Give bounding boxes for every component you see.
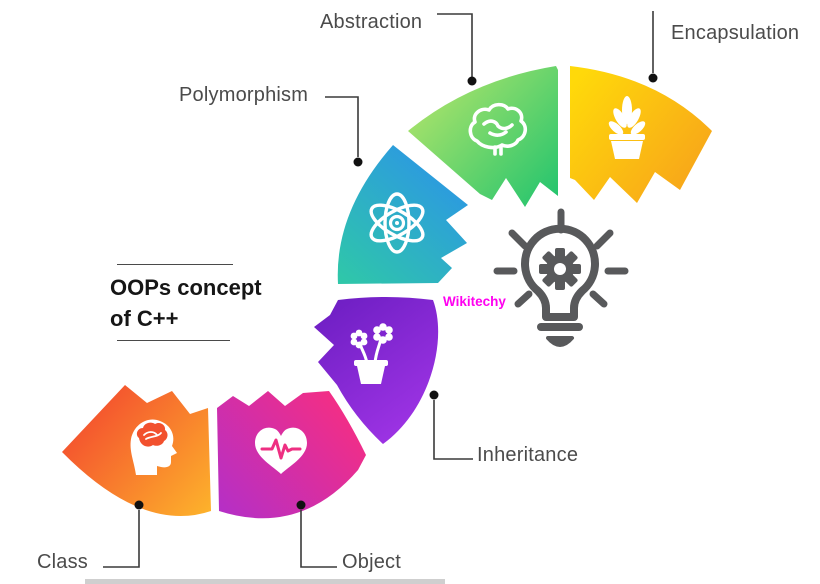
connector-encapsulation [648,11,658,83]
potted-plant-icon [608,96,646,159]
flower-pot-icon [350,323,393,384]
label-inheritance: Inheritance [477,444,579,466]
title-underline [117,340,230,341]
segment-abstraction [408,66,558,207]
label-polymorphism: Polymorphism [179,84,309,106]
title-overline [117,264,233,265]
brain-icon [468,102,528,156]
bottom-scrollbar [85,579,445,584]
label-class: Class [37,551,89,573]
bulb-rays [493,208,629,308]
flower-left [350,329,368,349]
connector-object [296,500,337,568]
connector-polymorphism [325,96,363,167]
flower-right [373,323,393,344]
title-line-1: OOPs concept [110,275,262,300]
heartbeat-icon [255,427,307,474]
page-title: OOPs concept of C++ [110,272,262,334]
connector-class [103,500,144,568]
watermark: Wikitechy [443,294,506,309]
label-abstraction: Abstraction [320,11,423,33]
gear-icon [539,248,581,290]
title-line-2: of C++ [110,306,179,331]
head-brain-icon [130,419,177,475]
label-object: Object [342,551,402,573]
connector-inheritance [429,390,473,460]
connector-abstraction [437,13,477,86]
label-encapsulation: Encapsulation [671,22,800,44]
lightbulb-gear-icon [493,208,629,347]
